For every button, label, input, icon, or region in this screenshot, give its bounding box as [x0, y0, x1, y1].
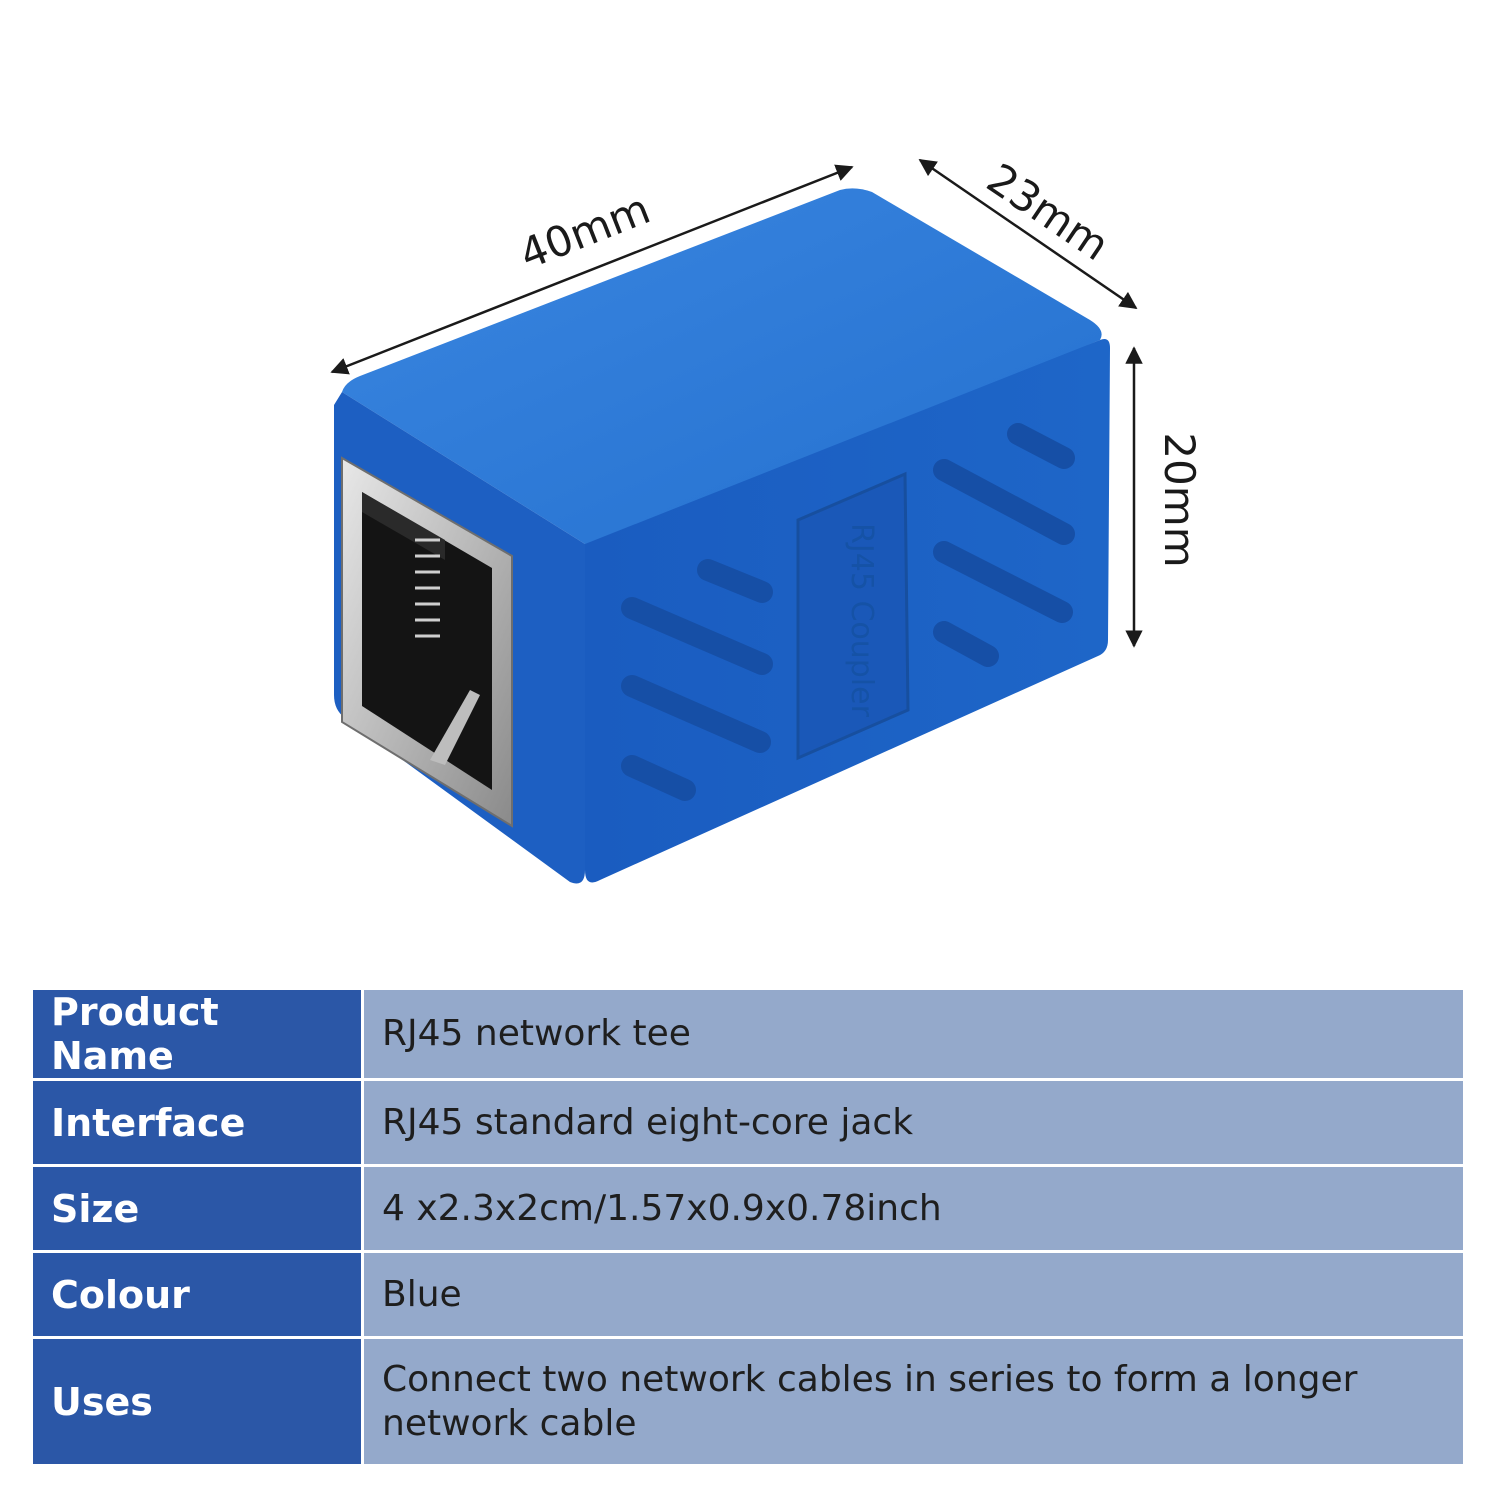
- rj45-port: [341, 456, 513, 828]
- spec-value-product-name: RJ45 network tee: [361, 987, 1466, 1081]
- width-dimension-arrow: [918, 158, 1138, 310]
- product-figure: 40mm 23mm 20mm: [330, 154, 1204, 884]
- spec-value-colour: Blue: [361, 1250, 1466, 1339]
- spec-value-size: 4 x2.3x2cm/1.57x0.9x0.78inch: [361, 1164, 1466, 1253]
- grip-ribs-right: [933, 423, 1075, 667]
- spec-label-size: Size: [30, 1164, 364, 1253]
- coupler-marking-text: RJ45 Coupler: [844, 523, 879, 718]
- spec-label-uses: Uses: [30, 1336, 364, 1467]
- length-dimension-arrow: [330, 164, 854, 375]
- table-row: Interface RJ45 standard eight-core jack: [30, 1078, 1466, 1167]
- spec-label-colour: Colour: [30, 1250, 364, 1339]
- spec-label-interface: Interface: [30, 1078, 364, 1167]
- width-dimension-label: 23mm: [978, 154, 1118, 270]
- rj45-coupler-illustration: RJ45 Coupler: [334, 188, 1110, 884]
- height-dimension-label: 20mm: [1155, 432, 1204, 567]
- spec-value-interface: RJ45 standard eight-core jack: [361, 1078, 1466, 1167]
- table-row: Colour Blue: [30, 1250, 1466, 1339]
- table-row: Product Name RJ45 network tee: [30, 987, 1466, 1081]
- table-row: Size 4 x2.3x2cm/1.57x0.9x0.78inch: [30, 1164, 1466, 1253]
- table-row: Uses Connect two network cables in serie…: [30, 1336, 1466, 1467]
- length-dimension-label: 40mm: [513, 184, 657, 279]
- spec-label-product-name: Product Name: [30, 987, 364, 1081]
- coupler-label-panel: [796, 471, 910, 761]
- spec-value-uses: Connect two network cables in series to …: [361, 1336, 1466, 1467]
- spec-table: Product Name RJ45 network tee Interface …: [30, 987, 1466, 1467]
- grip-ribs-left: [621, 559, 773, 801]
